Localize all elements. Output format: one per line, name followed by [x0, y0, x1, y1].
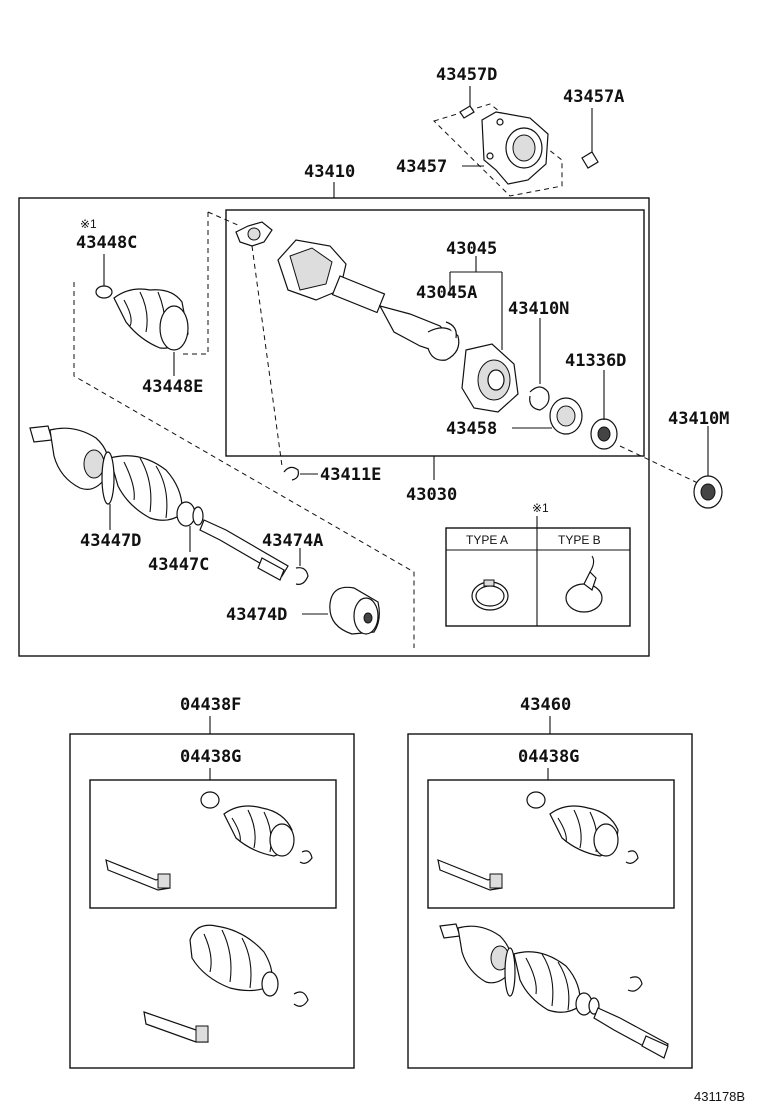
label-43458: 43458: [446, 419, 497, 439]
label-43448E: 43448E: [142, 377, 203, 397]
label-43410: 43410: [304, 162, 355, 182]
label-43030: 43030: [406, 485, 457, 505]
label-43457: 43457: [396, 157, 447, 177]
label-43474D: 43474D: [226, 605, 287, 625]
boot-kit-right: [437, 791, 639, 891]
note-mark-right: ※1: [532, 501, 549, 515]
kit-box-left: [69, 733, 355, 1069]
dynamic-damper: [329, 586, 380, 635]
label-43045A: 43045A: [416, 283, 477, 303]
label-43447D: 43447D: [80, 531, 141, 551]
label-41336D: 41336D: [565, 351, 626, 371]
boot-kit-left: [105, 791, 313, 891]
label-04438G-right: 04438G: [518, 747, 579, 767]
label-04438F: 04438F: [180, 695, 241, 715]
figure-reference: 431178B: [694, 1089, 745, 1104]
outer-boot-clamp: [176, 501, 204, 527]
label-43460: 43460: [520, 695, 571, 715]
note-mark-left: ※1: [80, 217, 97, 231]
clamp-type-b: [565, 555, 603, 613]
boot-kit-box-left: [89, 779, 337, 909]
kit-box-right: [407, 733, 693, 1069]
label-43457A: 43457A: [563, 87, 624, 107]
inner-joint-housing: [277, 239, 460, 361]
boot-kit-box-right: [427, 779, 675, 909]
label-43411E: 43411E: [320, 465, 381, 485]
label-43474A: 43474A: [262, 531, 323, 551]
type-b-label: TYPE B: [558, 533, 601, 547]
inner-boot: [113, 288, 189, 351]
clamp-type-box: [445, 527, 631, 627]
center-bearing: [461, 343, 519, 413]
oil-seal-43458: [549, 397, 583, 435]
tripod-joint: [235, 221, 273, 247]
clamp-type-a: [471, 579, 509, 611]
label-43448C: 43448C: [76, 233, 137, 253]
type-a-label: TYPE A: [466, 533, 508, 547]
outer-joint: [29, 425, 183, 521]
seal-43410M: [693, 475, 723, 509]
outer-joint-kit-right: [439, 923, 669, 1059]
inner-joint-box: [225, 209, 645, 457]
bracket-assembly: [433, 86, 599, 197]
label-43447C: 43447C: [148, 555, 209, 575]
label-43457D: 43457D: [436, 65, 497, 85]
label-04438G-left: 04438G: [180, 747, 241, 767]
label-43410N: 43410N: [508, 299, 569, 319]
label-43045: 43045: [446, 239, 497, 259]
oil-seal-41336D: [590, 418, 618, 450]
outer-boot-kit-left: [143, 924, 309, 1043]
label-43410M: 43410M: [668, 409, 729, 429]
main-assembly-box: [18, 197, 650, 657]
